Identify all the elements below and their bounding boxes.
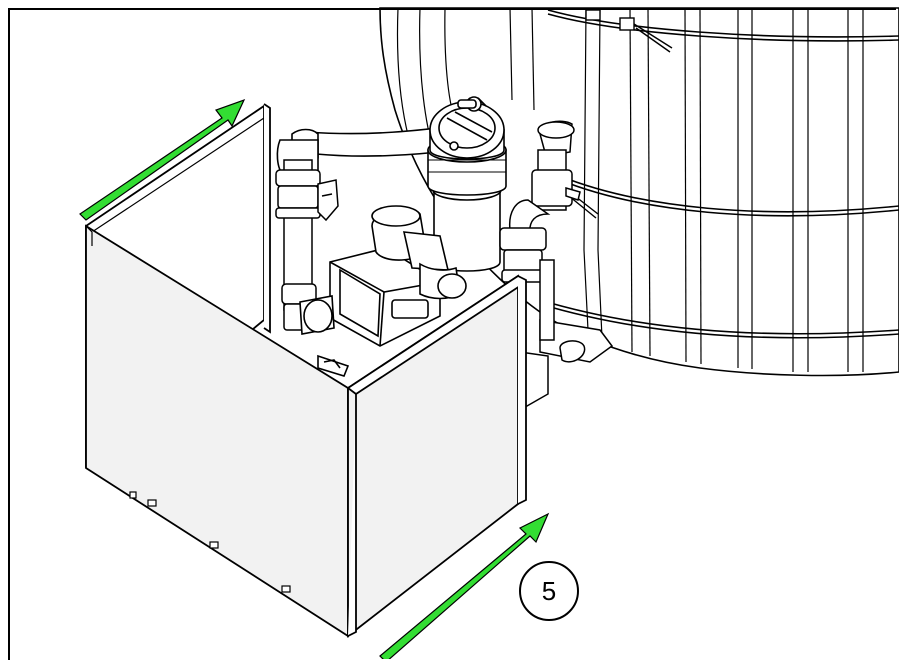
right-riser	[499, 120, 581, 341]
move-arrow-top	[79, 98, 246, 221]
move-arrow-bottom	[379, 512, 550, 663]
enclosure-cover	[85, 103, 528, 638]
pump	[299, 205, 467, 377]
filter-housing	[427, 96, 507, 272]
step-number: 5	[541, 576, 557, 606]
figure-frame	[8, 8, 896, 660]
step-number-badge: 5	[519, 561, 579, 621]
left-pipe	[275, 159, 339, 331]
pipe-support-base	[539, 300, 614, 363]
